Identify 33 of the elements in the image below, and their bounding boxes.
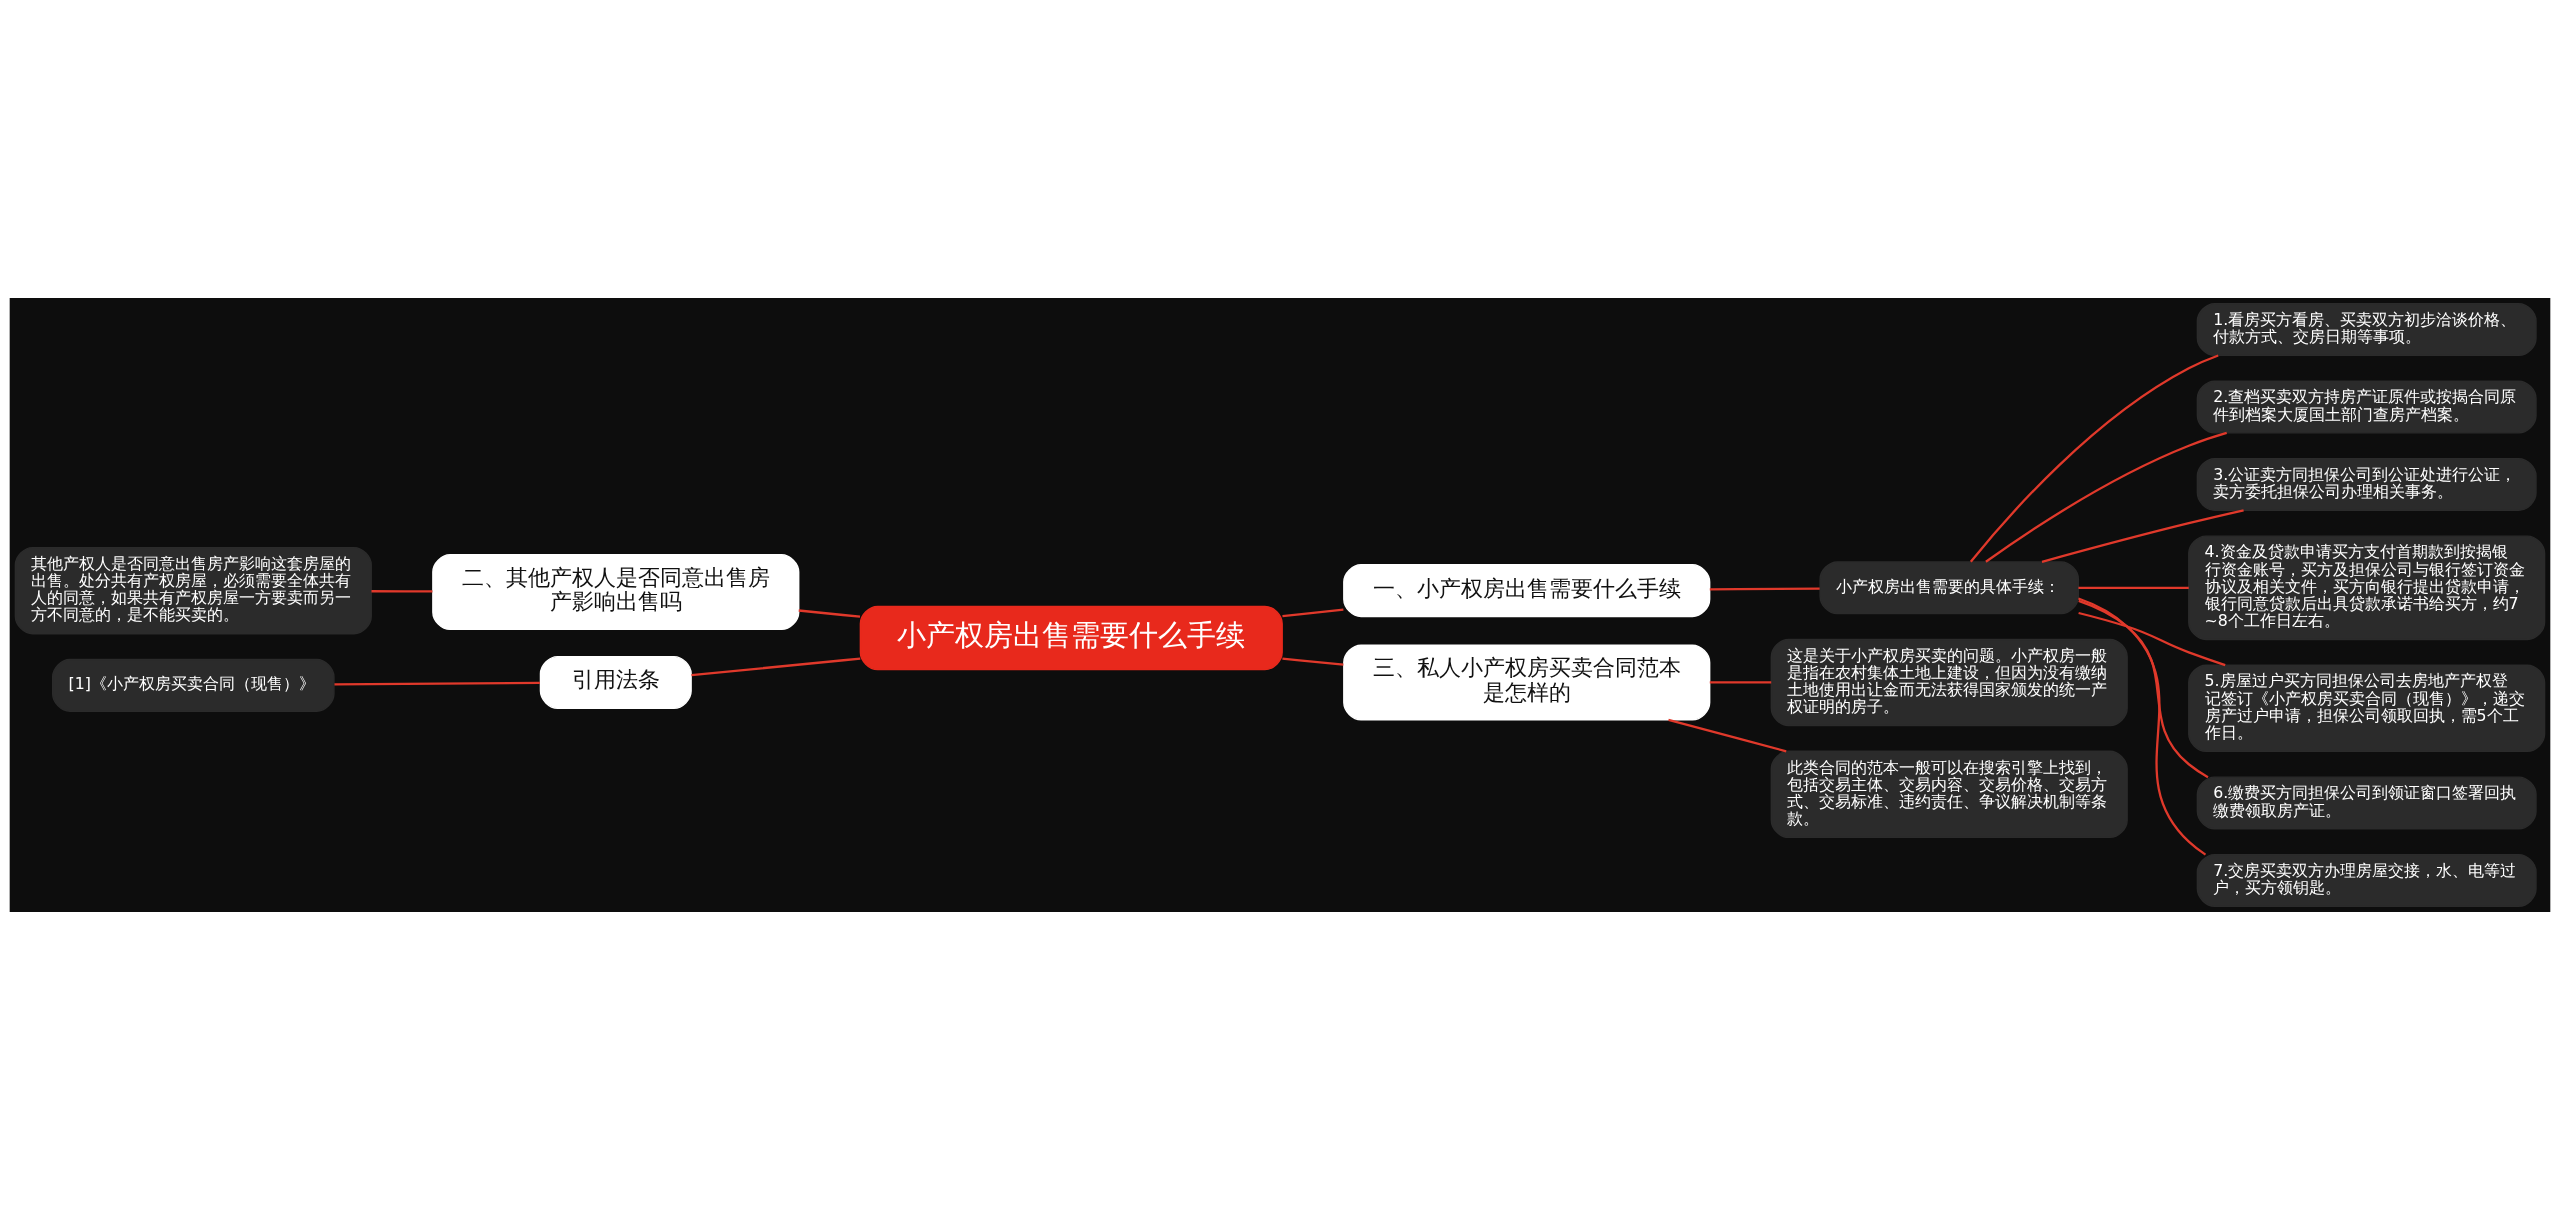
node-box: 三、私人小产权房买卖合同范本是怎样的: [1343, 644, 1711, 721]
connector: [691, 657, 861, 677]
node-box: 这是关于小产权房买卖的问题。小产权房一般是指在农村集体土地上建设，但因为没有缴纳土地使用出让金而无法获得国家颁发的统一产权证明的房子。: [1770, 638, 2128, 727]
node-box: 小产权房出售需要的具体手续：: [1819, 561, 2080, 615]
connector: [371, 590, 433, 593]
node-box: 此类合同的范本一般可以在搜索引擎上找到，包括交易主体、交易内容、交易价格、交易方式、交易标准、违约责任、争议解决机制等条款。: [1770, 750, 2128, 839]
node-box: 5.房屋过户买方同担保公司去房地产产权登记签订《小产权房买卖合同（现售）》，递交房产过户申请，担保公司领取回执，需5个工作日。: [2188, 664, 2546, 753]
node-box: 6.缴费买方同担保公司到领证窗口签署回执缴费领取房产证。: [2196, 776, 2537, 830]
node-box: 7.交房买卖双方办理房屋交接，水、电等过户，买方领钥匙。: [2196, 853, 2537, 907]
connector: [1668, 718, 1787, 753]
node-box: 3.公证卖方同担保公司到公证处进行公证，卖方委托担保公司办理相关事务。: [2196, 457, 2537, 512]
node-box: 小产权房出售需要什么手续: [859, 605, 1283, 671]
connector: [334, 681, 540, 686]
node-box: [1]《小产权房买卖合同（现售）》: [52, 658, 335, 712]
connector: [2041, 509, 2244, 563]
node-box: 二、其他产权人是否同意出售房产影响出售吗: [432, 554, 800, 631]
connector: [1969, 354, 2219, 563]
node-box: 2.查档买卖双方持房产证原件或按揭合同原件到档案大厦国土部门查房产档案。: [2196, 380, 2537, 434]
connector: [2078, 586, 2189, 589]
connector: [1985, 431, 2228, 563]
connector: [798, 609, 861, 618]
connector: [1709, 587, 1820, 591]
connector: [1709, 681, 1772, 684]
node-box: 引用法条: [539, 655, 692, 709]
connector: [2078, 611, 2226, 667]
connector: [2078, 597, 2207, 856]
node-box: 4.资金及贷款申请买方支付首期款到按揭银行资金账号，买方及担保公司与银行签订资金协议及相关文件，买方向银行提出贷款申请，银行同意贷款后出具贷款承诺书给买方，约7~8个工作日左右。: [2188, 535, 2546, 641]
node-box: 1.看房买方看房、买卖双方初步洽谈价格、付款方式、交房日期等事项。: [2196, 303, 2537, 357]
node-box: 其他产权人是否同意出售房产影响这套房屋的出售。处分共有产权房屋，必须需要全体共有人的同意，如果共有产权房屋一方要卖而另一方不同意的，是不能买卖的。: [14, 546, 372, 635]
connector: [1282, 657, 1344, 666]
connector: [1282, 608, 1344, 618]
node-box: 一、小产权房出售需要什么手续: [1343, 564, 1711, 618]
connector: [2078, 599, 2209, 779]
